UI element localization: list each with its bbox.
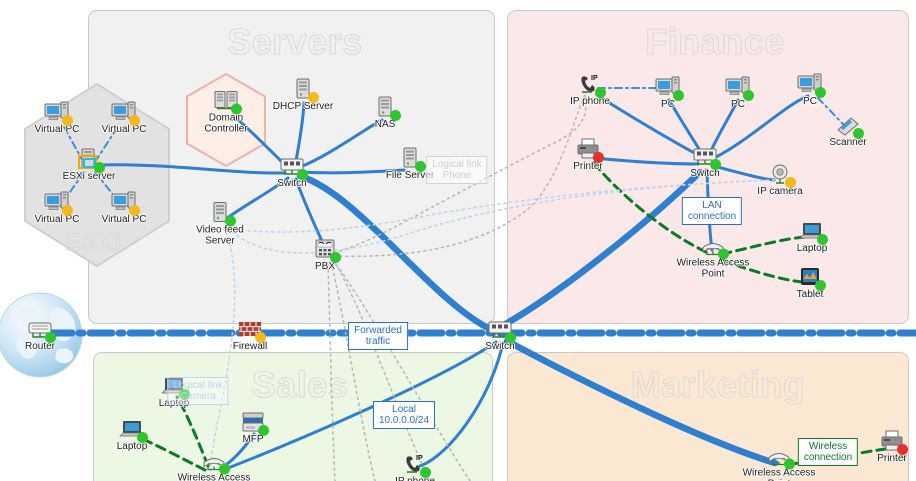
link-swfin-prn xyxy=(592,156,700,166)
link-swfin-cam xyxy=(712,164,776,182)
link-swsrv-nas xyxy=(298,118,384,169)
link-swsrv-dhcp xyxy=(293,101,306,168)
zone-finance xyxy=(507,10,909,324)
zone-title-servers: Servers xyxy=(227,21,363,63)
link-esxi-vpc1 xyxy=(62,124,85,164)
link-esxi-swsrv xyxy=(96,163,287,175)
link-core-wapm xyxy=(503,337,779,467)
callout-forwarded_traffic[interactable]: Forwarded traffic xyxy=(348,322,408,350)
link-logical-ph-4 xyxy=(327,263,336,481)
link-waps-lap2 xyxy=(138,436,207,472)
link-wapf-prn xyxy=(590,158,708,254)
link-swsrv-video xyxy=(224,176,290,221)
link-logical-ph-6 xyxy=(333,93,587,258)
link-logical-ph-1 xyxy=(331,257,431,481)
link-esxi-vpc2 xyxy=(94,124,120,163)
callout-lan_connection[interactable]: LAN connection xyxy=(681,197,743,225)
link-logical-cam-3 xyxy=(229,179,775,233)
link-pc3-scan xyxy=(817,97,844,125)
callout-logical_link_camera[interactable]: Logical link Camera xyxy=(167,377,229,405)
link-swsrv-core xyxy=(296,172,496,334)
zone-title-finance: Finance xyxy=(645,21,785,63)
link-swsrv-dc xyxy=(234,116,290,170)
link-core-ipphs xyxy=(418,341,505,468)
link-core-waps xyxy=(226,340,498,470)
link-logical-cam-2 xyxy=(209,231,236,481)
hexagon-title-esxi: ESXi xyxy=(64,229,122,257)
hexagon-domain xyxy=(186,72,266,168)
link-core-swfin xyxy=(496,168,704,331)
link-logical-ph-5 xyxy=(333,91,587,254)
link-esxi-vpc4 xyxy=(94,171,120,203)
link-wapf-tab xyxy=(720,258,804,284)
link-esxi-vpc3 xyxy=(62,171,85,203)
zone-title-marketing: Marketing xyxy=(630,364,806,406)
callout-wireless_connection[interactable]: Wireless connection xyxy=(797,438,859,466)
link-swfin-ipph xyxy=(595,93,702,158)
link-swsrv-file xyxy=(299,168,406,175)
link-swsrv-pbx xyxy=(294,177,327,250)
callout-logical_link_phone[interactable]: Logical link Phone xyxy=(426,156,488,184)
link-logical-ph-2 xyxy=(332,259,471,481)
link-waps-lap1 xyxy=(175,395,210,468)
link-wapf-lap xyxy=(720,235,808,256)
callout-local_subnet[interactable]: Local 10.0.0.0/24 xyxy=(372,401,436,429)
link-logical-ph-3 xyxy=(330,261,376,481)
link-swfin-pc3 xyxy=(712,94,810,160)
